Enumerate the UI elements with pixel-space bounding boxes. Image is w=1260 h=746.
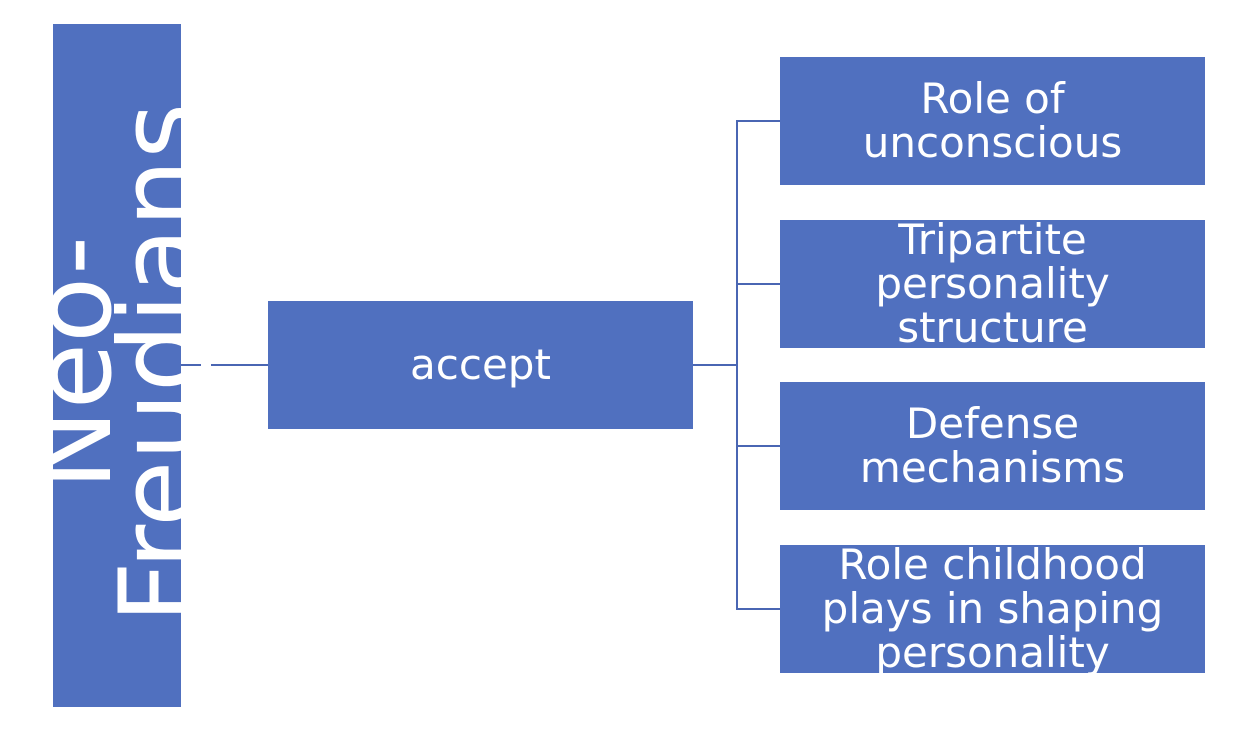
item-node-label: Tripartite personality structure — [875, 220, 1110, 348]
relation-node: accept — [268, 301, 693, 429]
item-node-label: Defense mechanisms — [859, 399, 1126, 492]
item-node-tripartite: Tripartite personality structure — [780, 220, 1205, 348]
root-node-label: Neo- Freudians — [53, 102, 181, 624]
item-node-childhood: Role childhood plays in shaping personal… — [780, 545, 1205, 673]
item-node-defense: Defense mechanisms — [780, 382, 1205, 510]
item-node-label: Role childhood plays in shaping personal… — [821, 545, 1164, 673]
item-node-unconscious: Role of unconscious — [780, 57, 1205, 185]
relation-node-label: accept — [410, 340, 551, 389]
root-node-clip: Neo- Freudians — [53, 24, 181, 707]
item-node-label: Role of unconscious — [862, 74, 1123, 167]
root-node: Neo- Freudians — [53, 24, 181, 707]
